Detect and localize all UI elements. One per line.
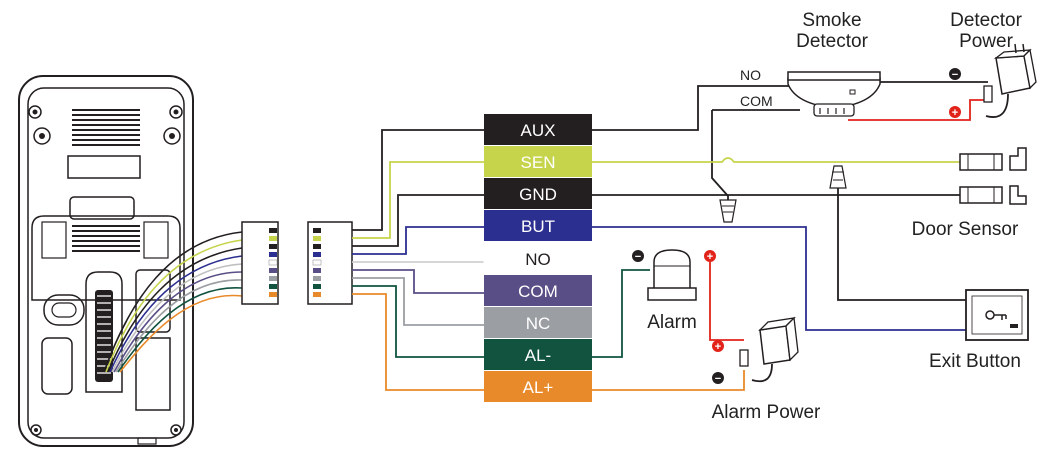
terminal-sen-label: SEN: [521, 153, 556, 172]
terminal-gnd-label: GND: [519, 185, 557, 204]
smoke-no-label: NO: [740, 67, 761, 83]
terminal-al_minus: [484, 339, 592, 370]
detector-power-label: Detector: [950, 10, 1022, 31]
device-wire-fan: [103, 231, 243, 373]
terminal-no: [483, 242, 593, 275]
smoke-detector-label: Smoke: [802, 10, 861, 31]
wire-connector-icon: [719, 165, 847, 223]
terminal-nc-label: NC: [526, 314, 551, 333]
svg-text:+: +: [707, 251, 713, 263]
exit-button-device: [965, 289, 1029, 341]
terminal-gnd: [484, 178, 592, 209]
minus-icon: −: [949, 68, 961, 81]
terminal-sen: [484, 146, 592, 177]
terminal-no-label: NO: [525, 250, 551, 269]
polarity-markers: − + − + + −: [632, 68, 961, 385]
smoke-detector: [787, 71, 881, 117]
power-adapter-icon: [739, 316, 799, 383]
plus-icon: +: [704, 250, 716, 263]
terminal-com-label: COM: [518, 282, 558, 301]
power-adapter-icon: [983, 43, 1037, 118]
peripheral-wires: [592, 81, 988, 391]
plus-icon: +: [712, 340, 724, 353]
terminal-block: AUX SEN GND BUT NO COM NC AL- AL+: [483, 114, 593, 402]
smoke-detector-label: Detector: [796, 31, 868, 52]
access-control-device: [18, 75, 194, 447]
terminal-aux: [484, 114, 592, 145]
plus-icon: +: [949, 106, 961, 119]
terminal-nc: [484, 307, 592, 338]
key-icon: [985, 310, 1007, 320]
detector-power-label: Power: [959, 31, 1014, 52]
minus-icon: −: [712, 372, 724, 385]
door-sensor-label: Door Sensor: [912, 219, 1019, 240]
svg-text:−: −: [715, 373, 721, 385]
svg-text:+: +: [952, 107, 958, 119]
minus-icon: −: [632, 250, 644, 263]
svg-text:−: −: [952, 69, 958, 81]
screw-icon: [28, 105, 183, 436]
terminal-al_plus-label: AL+: [523, 378, 554, 397]
connector-to-terminal-wires: [352, 129, 484, 391]
terminal-com: [484, 275, 592, 306]
terminal-but: [484, 210, 592, 241]
connector-left: [241, 221, 279, 305]
terminal-al_plus: [484, 371, 592, 402]
door-sensor: [959, 147, 1027, 205]
smoke-com-label: COM: [740, 93, 773, 109]
svg-text:−: −: [635, 251, 641, 263]
speaker-grille: [72, 109, 140, 146]
alarm-power-label: Alarm Power: [712, 402, 821, 423]
alarm-label: Alarm: [647, 312, 697, 333]
terminal-but-label: BUT: [521, 217, 555, 236]
exit-button-label: Exit Button: [929, 351, 1021, 372]
terminal-aux-label: AUX: [521, 121, 556, 140]
alarm-siren: [647, 249, 697, 301]
connector-right: [307, 221, 353, 305]
svg-text:+: +: [715, 341, 721, 353]
terminal-al_minus-label: AL-: [525, 346, 551, 365]
